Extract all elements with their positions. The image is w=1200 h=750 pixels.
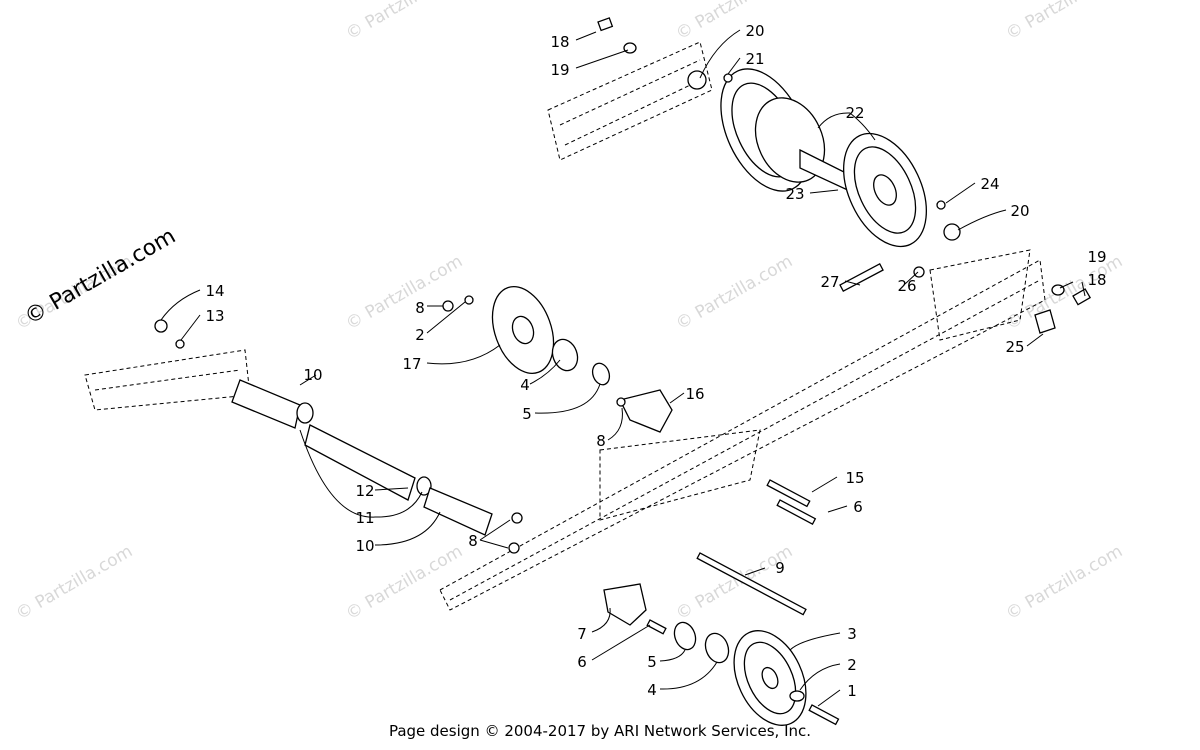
- watermark: © Partzilla.com: [1003, 0, 1127, 44]
- callout-16: 16: [685, 385, 704, 403]
- callout-27: 27: [820, 273, 839, 291]
- callout-10: 10: [355, 537, 374, 555]
- callout-9: 9: [775, 559, 785, 577]
- callout-26: 26: [897, 277, 916, 295]
- callout-6: 6: [577, 653, 587, 671]
- callout-20: 20: [1010, 202, 1029, 220]
- rear-right-hardware: [597, 17, 1092, 334]
- callout-21: 21: [745, 50, 764, 68]
- slide-rail-left: [84, 249, 1046, 611]
- callout-18: 18: [550, 33, 569, 51]
- callout-14: 14: [205, 282, 224, 300]
- callout-25: 25: [1005, 338, 1024, 356]
- callout-12: 12: [355, 482, 374, 500]
- callout-4: 4: [647, 681, 657, 699]
- callout-2: 2: [415, 326, 425, 344]
- watermark: © Partzilla.com: [1003, 251, 1127, 334]
- callout-4: 4: [520, 376, 530, 394]
- callout-10: 10: [303, 366, 322, 384]
- callout-15: 15: [845, 469, 864, 487]
- callout-18: 18: [1087, 271, 1106, 289]
- callout-23: 23: [785, 185, 804, 203]
- callout-8: 8: [415, 299, 425, 317]
- lower-idler-wheel: [733, 630, 840, 726]
- callout-5: 5: [522, 405, 532, 423]
- callout-19: 19: [1087, 248, 1106, 266]
- callout-1: 1: [847, 682, 857, 700]
- callout-3: 3: [847, 625, 857, 643]
- callout-5: 5: [647, 653, 657, 671]
- callout-20: 20: [745, 22, 764, 40]
- partzilla-logo-text: © Partzilla.com: [21, 224, 181, 331]
- lower-hardware: [508, 479, 817, 664]
- callout-8: 8: [596, 432, 606, 450]
- callout-2: 2: [847, 656, 857, 674]
- upper-idler-wheel: [442, 285, 673, 433]
- callout-24: 24: [980, 175, 999, 193]
- callout-11: 11: [355, 509, 374, 527]
- callout-19: 19: [550, 61, 569, 79]
- watermark: © Partzilla.com: [673, 541, 797, 624]
- callout-8: 8: [468, 532, 478, 550]
- leader-lines: [160, 29, 1086, 707]
- callout-labels: 18 19 20 21 22 23 24 20 19 18 27 26 25 1…: [205, 22, 1106, 700]
- watermark: © Partzilla.com: [673, 0, 797, 44]
- watermark: © Partzilla.com: [343, 0, 467, 44]
- rear-idler-assembly: [687, 68, 961, 293]
- callout-6: 6: [853, 498, 863, 516]
- watermark: © Partzilla.com: [1003, 541, 1127, 624]
- callout-7: 7: [577, 625, 587, 643]
- callout-17: 17: [402, 355, 421, 373]
- rear-rail-upper: [547, 41, 713, 161]
- callout-22: 22: [845, 104, 864, 122]
- watermark: © Partzilla.com: [13, 541, 137, 624]
- watermark-group: © Partzilla.com © Partzilla.com © Partzi…: [13, 0, 1127, 624]
- cross-shafts: [154, 319, 493, 536]
- callout-13: 13: [205, 307, 224, 325]
- watermark: © Partzilla.com: [343, 251, 467, 334]
- page-footer: Page design © 2004-2017 by ARI Network S…: [388, 722, 812, 740]
- watermark: © Partzilla.com: [673, 251, 797, 334]
